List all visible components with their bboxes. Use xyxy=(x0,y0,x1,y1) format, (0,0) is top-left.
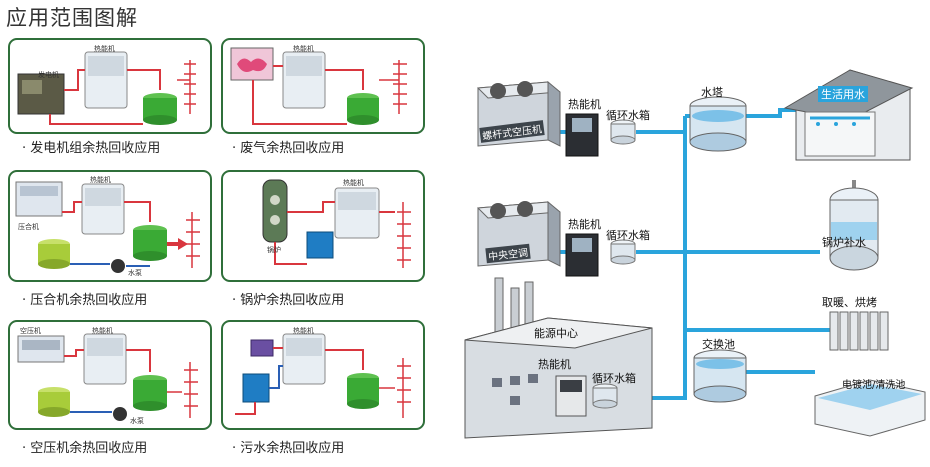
caption-press: 压合机余热回收应用 xyxy=(22,289,147,308)
label-heat-machine: 热能机 xyxy=(90,176,111,184)
label-exchange-pool: 交换池 xyxy=(702,338,735,351)
panel-press-illustration xyxy=(15,181,200,273)
panel-exhaust: 热能机 xyxy=(221,38,425,134)
water-tower xyxy=(689,96,747,152)
heat-machine-1 xyxy=(565,113,599,157)
label-energy-center: 能源中心 xyxy=(534,327,578,340)
panel-sewage-illustration xyxy=(235,333,411,418)
label-generator: 发电机 xyxy=(38,71,59,79)
exchange-pool xyxy=(693,349,747,403)
label-boiler-makeup: 锅炉补水 xyxy=(822,236,866,249)
label-water-tower: 水塔 xyxy=(701,86,723,99)
page-title: 应用范围图解 xyxy=(6,6,138,30)
caption-generator: 发电机组余热回收应用 xyxy=(22,137,160,156)
domestic-water-house xyxy=(783,69,914,161)
panel-sewage: 热能机 xyxy=(221,320,425,430)
label-heat-machine: 热能机 xyxy=(92,327,113,335)
label-plating-pool: 电镀池/清洗池 xyxy=(842,380,906,391)
label-screw-compressor: 螺杆式空压机 xyxy=(479,120,545,143)
label-heat-machine: 热能机 xyxy=(343,179,364,187)
panel-boiler: 锅炉 热能机 xyxy=(221,170,425,282)
label-circ-tank-3: 循环水箱 xyxy=(592,372,636,385)
label-domestic-water: 生活用水 xyxy=(818,86,868,102)
label-heat-machine: 热能机 xyxy=(293,327,314,335)
circ-tank-1 xyxy=(610,119,636,145)
panel-air-compressor: 空压机 热能机 水泵 xyxy=(8,320,212,430)
circ-tank-2 xyxy=(610,239,636,265)
label-heating: 取暖、烘烤 xyxy=(822,296,877,309)
panel-generator-illustration xyxy=(17,51,196,125)
label-heat-machine-1: 热能机 xyxy=(568,98,601,111)
label-circ-tank-2: 循环水箱 xyxy=(606,229,650,242)
label-pump: 水泵 xyxy=(130,417,144,425)
caption-boiler: 锅炉余热回收应用 xyxy=(232,289,344,308)
panel-air-compressor-illustration xyxy=(17,333,198,421)
label-pump: 水泵 xyxy=(128,269,142,277)
label-heat-machine: 热能机 xyxy=(94,45,115,53)
label-heat-machine-2: 热能机 xyxy=(568,218,601,231)
caption-sewage: 污水余热回收应用 xyxy=(232,437,344,456)
label-heat-machine-3: 热能机 xyxy=(538,358,571,371)
caption-air-compressor: 空压机余热回收应用 xyxy=(22,437,147,456)
label-press: 压合机 xyxy=(18,223,39,231)
circ-tank-3 xyxy=(592,383,618,409)
label-circ-tank-1: 循环水箱 xyxy=(606,109,650,122)
boiler-makeup-tank xyxy=(829,180,879,271)
heat-machine-3 xyxy=(555,375,587,417)
heat-machine-2 xyxy=(565,233,599,277)
label-boiler: 锅炉 xyxy=(267,246,281,254)
caption-exhaust: 废气余热回收应用 xyxy=(232,137,344,156)
label-heat-machine: 热能机 xyxy=(293,45,314,53)
water-pipes xyxy=(556,108,830,400)
panel-press: 压合机 热能机 水泵 xyxy=(8,170,212,282)
panel-boiler-illustration xyxy=(262,179,411,268)
radiator xyxy=(829,311,889,351)
panel-exhaust-illustration xyxy=(230,47,407,125)
label-air-compressor: 空压机 xyxy=(20,327,41,335)
panel-generator: 发电机 热能机 xyxy=(8,38,212,134)
label-central-ac: 中央空调 xyxy=(485,243,531,264)
